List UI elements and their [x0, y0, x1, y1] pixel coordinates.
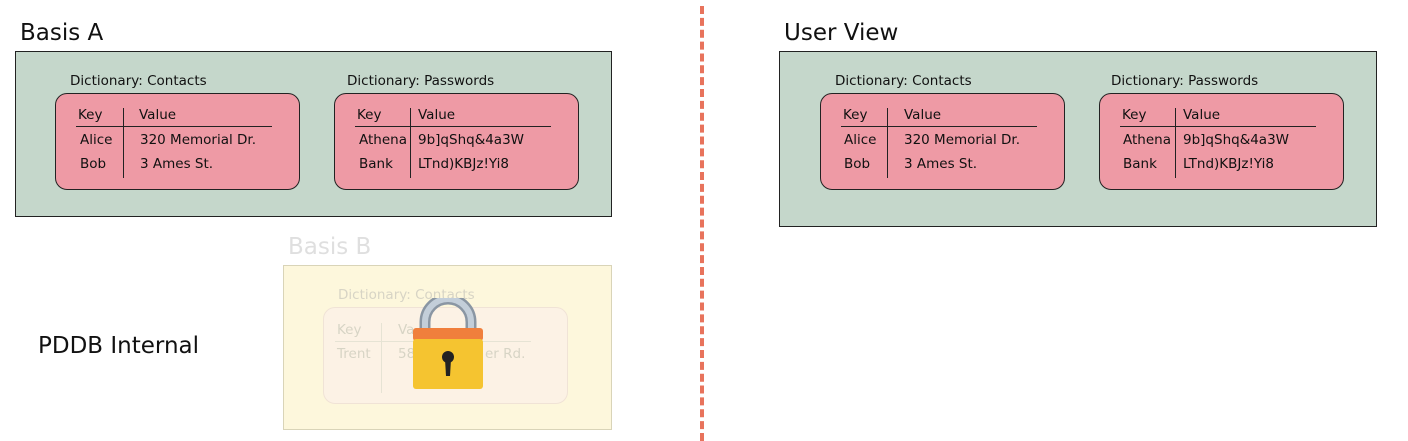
table-header-rule	[355, 126, 551, 127]
table-cell-key: Bob	[80, 156, 107, 172]
basis-a-title: Basis A	[20, 20, 104, 46]
separator-dashed-line	[700, 6, 704, 441]
table-cell-value: 320 Memorial Dr.	[904, 132, 1021, 148]
column-header-value: Value	[904, 107, 942, 123]
table-cell-value: 9b]qShq&4a3W	[418, 132, 525, 148]
table-column-rule	[381, 323, 382, 393]
table-cell-key: Bob	[844, 156, 871, 172]
table-cell-value: 3 Ames St.	[140, 156, 214, 172]
user-view-passwords-dictionary	[1099, 93, 1344, 190]
basis-a-passwords-dictionary	[334, 93, 579, 190]
table-cell-value-partial: er Rd.	[485, 346, 526, 362]
table-cell-value: LTnd)KBJz!Yi8	[418, 156, 509, 172]
user-view-contacts-label: Dictionary: Contacts	[835, 73, 972, 89]
basis-a-contacts-dictionary	[55, 93, 300, 190]
column-header-value: Value	[1183, 107, 1221, 123]
user-view-title: User View	[784, 20, 899, 46]
table-cell-key: Athena	[1123, 132, 1171, 148]
column-header-value: Value	[139, 107, 177, 123]
table-cell-key: Trent	[337, 346, 371, 362]
table-cell-value-partial: 58	[398, 346, 416, 362]
table-column-rule	[123, 108, 124, 178]
user-view-passwords-label: Dictionary: Passwords	[1111, 73, 1259, 89]
basis-b-title: Basis B	[288, 234, 372, 260]
column-header-key: Key	[357, 107, 382, 123]
table-cell-key: Bank	[1123, 156, 1157, 172]
table-header-rule	[1120, 126, 1316, 127]
basis-a-contacts-label: Dictionary: Contacts	[70, 73, 207, 89]
table-cell-key: Athena	[359, 132, 407, 148]
table-cell-value: 3 Ames St.	[904, 156, 978, 172]
column-header-value-partial: Va	[398, 322, 415, 338]
table-cell-key: Bank	[359, 156, 393, 172]
table-cell-key: Alice	[844, 132, 877, 148]
column-header-key: Key	[843, 107, 868, 123]
column-header-value: Value	[418, 107, 456, 123]
table-column-rule	[410, 108, 411, 178]
table-cell-key: Alice	[80, 132, 113, 148]
table-cell-value: LTnd)KBJz!Yi8	[1183, 156, 1274, 172]
pddb-internal-label: PDDB Internal	[38, 333, 200, 359]
column-header-key: Key	[78, 107, 103, 123]
basis-a-passwords-label: Dictionary: Passwords	[347, 73, 495, 89]
table-header-rule	[841, 126, 1037, 127]
table-column-rule	[1175, 108, 1176, 178]
column-header-key: Key	[337, 322, 362, 338]
column-header-key: Key	[1122, 107, 1147, 123]
table-cell-value: 320 Memorial Dr.	[140, 132, 257, 148]
user-view-contacts-dictionary	[820, 93, 1065, 190]
padlock-icon	[408, 293, 488, 393]
table-header-rule	[76, 126, 272, 127]
table-cell-value: 9b]qShq&4a3W	[1183, 132, 1290, 148]
table-column-rule	[887, 108, 888, 178]
